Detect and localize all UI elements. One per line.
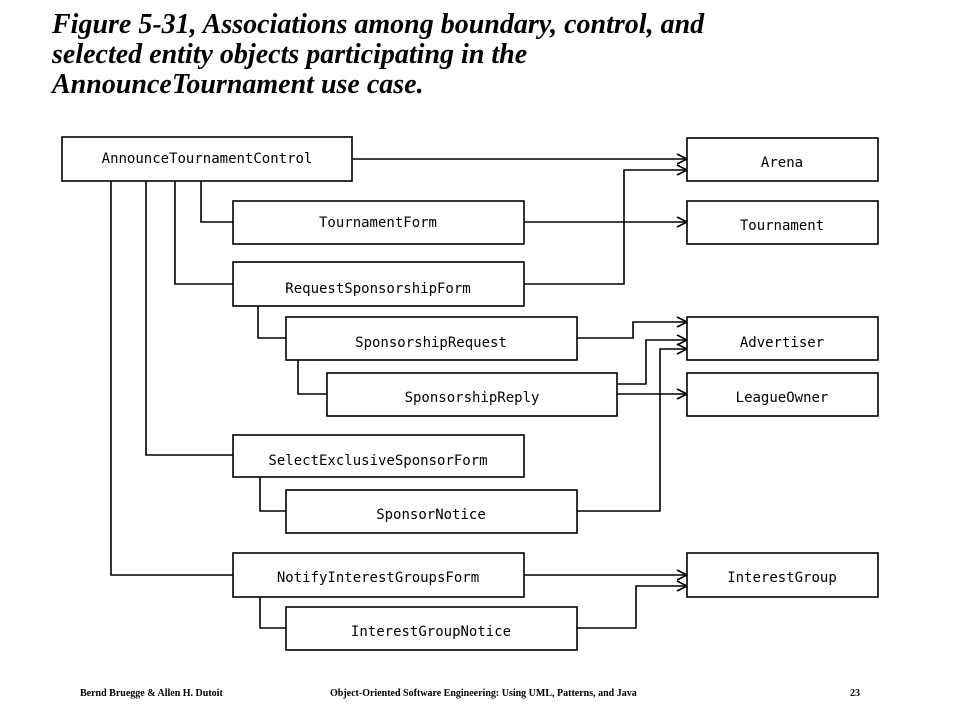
title-line-3: AnnounceTournament use case. bbox=[52, 69, 424, 100]
object-sponsor-notice: SponsorNotice bbox=[285, 489, 578, 534]
object-label: SponsorshipReply bbox=[405, 390, 540, 406]
object-label: Tournament bbox=[740, 218, 824, 234]
object-interest-group-notice: InterestGroupNotice bbox=[285, 606, 578, 651]
object-label: Advertiser bbox=[740, 335, 824, 351]
object-label: LeagueOwner bbox=[736, 390, 829, 406]
object-arena: Arena bbox=[686, 137, 879, 182]
object-tournament-form: TournamentForm bbox=[232, 200, 525, 245]
object-label: SelectExclusiveSponsorForm bbox=[268, 453, 487, 469]
object-advertiser: Advertiser bbox=[686, 316, 879, 361]
object-request-sponsorship-form: RequestSponsorshipForm bbox=[232, 261, 525, 307]
object-notify-interest-groups-form: NotifyInterestGroupsForm bbox=[232, 552, 525, 598]
assoc-interestgroupnotice-interestgroup bbox=[577, 586, 687, 629]
assoc-control-notifyinterestgroupsform bbox=[110, 181, 233, 576]
footer-page-number: 23 bbox=[850, 688, 860, 699]
assoc-sponsorshiprequest-reply bbox=[297, 360, 327, 395]
footer-book-title: Object-Oriented Software Engineering: Us… bbox=[330, 688, 637, 699]
object-label: RequestSponsorshipForm bbox=[285, 281, 470, 297]
assoc-control-requestsponsorshipform bbox=[174, 181, 233, 285]
title-line-2: selected entity objects participating in… bbox=[52, 39, 528, 70]
object-label: SponsorNotice bbox=[376, 507, 486, 523]
assoc-sponsorshiprequest-advertiser bbox=[577, 322, 687, 339]
assoc-sponsorshipreply-advertiser bbox=[617, 340, 687, 385]
footer-authors: Bernd Bruegge & Allen H. Dutoit bbox=[80, 688, 223, 699]
object-label: NotifyInterestGroupsForm bbox=[277, 570, 479, 586]
object-label: InterestGroup bbox=[727, 570, 837, 586]
object-label: TournamentForm bbox=[319, 215, 437, 231]
assoc-notifyform-interestgroupnotice bbox=[259, 597, 286, 629]
assoc-sponsornotice-advertiser bbox=[577, 349, 687, 512]
object-label: InterestGroupNotice bbox=[351, 624, 511, 640]
assoc-control-tournamentform bbox=[200, 181, 233, 223]
object-interest-group: InterestGroup bbox=[686, 552, 879, 598]
object-sponsorship-request: SponsorshipRequest bbox=[285, 316, 578, 361]
object-label: SponsorshipRequest bbox=[355, 335, 507, 351]
assoc-requestform-sponsorshiprequest bbox=[257, 306, 286, 339]
object-announce-tournament-control: AnnounceTournamentControl bbox=[61, 136, 353, 182]
object-sponsorship-reply: SponsorshipReply bbox=[326, 372, 618, 417]
assoc-selectform-sponsornotice bbox=[259, 477, 286, 512]
object-select-exclusive-sponsor-form: SelectExclusiveSponsorForm bbox=[232, 434, 525, 478]
figure-title: Figure 5-31, Associations among boundary… bbox=[52, 10, 932, 100]
object-label: Arena bbox=[761, 155, 803, 171]
title-line-1: Figure 5-31, Associations among boundary… bbox=[52, 9, 705, 40]
object-league-owner: LeagueOwner bbox=[686, 372, 879, 417]
assoc-control-selectexclusivesponsorform bbox=[145, 181, 233, 456]
assoc-requestform-arena bbox=[524, 170, 687, 285]
object-tournament: Tournament bbox=[686, 200, 879, 245]
object-label: AnnounceTournamentControl bbox=[102, 151, 313, 167]
